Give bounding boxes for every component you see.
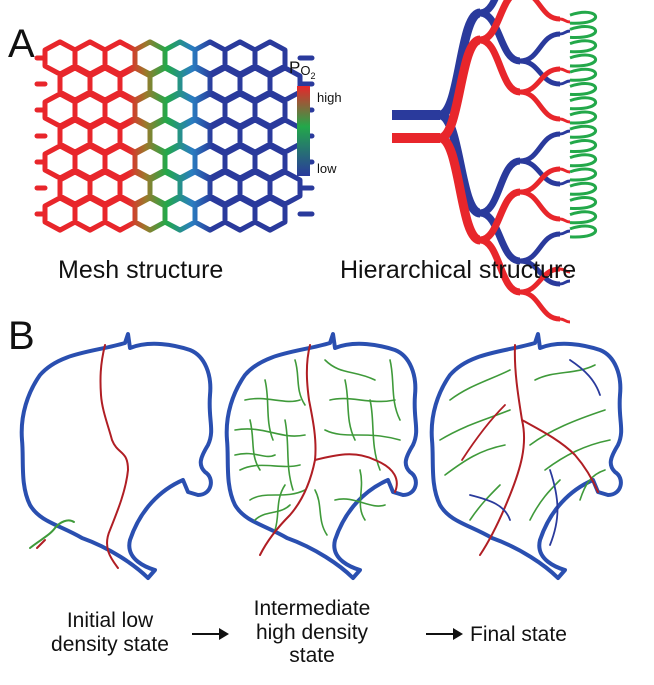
stage-final-label: Final state — [470, 623, 567, 646]
vessel-branch — [519, 289, 561, 322]
capillary-segment — [324, 429, 401, 441]
capillary-segment — [359, 469, 366, 521]
vessel-branch — [559, 67, 571, 74]
arrow-1 — [192, 628, 229, 640]
vessel-branch — [519, 58, 561, 87]
vessel-branch — [519, 258, 561, 287]
capillary-loop — [569, 53, 597, 68]
capillary-loop — [569, 25, 597, 39]
vessel-branch — [559, 129, 571, 136]
capillary-segment — [579, 469, 606, 501]
vessel-branch — [559, 229, 571, 236]
vessel-branch — [559, 217, 571, 224]
capillary-loop — [569, 10, 597, 25]
vessel-branch — [438, 35, 482, 143]
capillary-loop — [569, 167, 597, 182]
vessel-branch — [559, 117, 571, 124]
legend-low-label: low — [317, 161, 337, 176]
capillary-loop — [569, 39, 597, 54]
capillary-loop — [569, 210, 597, 225]
vessel-branch — [438, 8, 482, 120]
vessel-branch — [559, 279, 571, 286]
vessel-branch — [559, 317, 571, 324]
capillary-segment — [264, 379, 274, 441]
vessel-branch — [559, 17, 571, 24]
capillary-segment — [389, 359, 401, 421]
panel-b-label: B — [8, 314, 35, 358]
capillary-segment — [369, 399, 381, 471]
capillary-loop — [569, 124, 597, 139]
vessel-branch — [479, 36, 521, 96]
capillary-segment — [544, 439, 611, 471]
capillary-segment — [234, 452, 276, 458]
capillary-segment — [344, 379, 356, 441]
capillary-segment — [314, 489, 328, 536]
network-initial — [19, 332, 214, 580]
capillary-loop — [569, 96, 597, 111]
capillary-segment — [234, 428, 306, 437]
capillary-loop — [569, 139, 597, 153]
vessel-branch — [519, 189, 561, 222]
vessel-branch — [559, 79, 571, 86]
capillary-segment — [324, 359, 376, 381]
vessel-branch — [559, 29, 571, 36]
capillary-segment — [534, 364, 596, 381]
network-final — [429, 332, 624, 580]
hierarchical-caption: Hierarchical structure — [340, 256, 577, 284]
vessel-branch — [479, 236, 521, 296]
vessel-branch — [519, 158, 561, 187]
capillary-segment — [334, 498, 386, 507]
arrow-2 — [426, 628, 463, 640]
capillary-segment — [294, 359, 306, 406]
capillary-loop — [569, 153, 597, 168]
capillary-segment — [244, 397, 301, 403]
capillary-loop — [569, 196, 597, 210]
vessel-branch — [438, 133, 482, 245]
capillary-segment — [329, 397, 396, 403]
capillary-segment — [274, 484, 286, 531]
capillary-segment — [439, 409, 511, 441]
capillary-segment — [239, 464, 301, 471]
legend-high-label: high — [317, 90, 342, 105]
capillary-segment — [529, 479, 561, 521]
capillary-segment — [254, 504, 291, 521]
capillary-segment — [449, 369, 511, 401]
vessel-branch — [479, 9, 521, 65]
capillary-segment — [444, 444, 506, 476]
vessel-branch — [559, 167, 571, 174]
mesh-caption: Mesh structure — [58, 256, 224, 284]
capillary-loop — [569, 82, 597, 96]
capillary-segment — [469, 484, 501, 521]
capillary-loop — [569, 224, 597, 239]
vessel-branch — [479, 209, 521, 265]
legend-title: PO2 — [289, 58, 316, 81]
capillary-segment — [249, 419, 261, 471]
network-intermediate — [224, 332, 419, 580]
capillary-loop — [569, 110, 597, 125]
capillary-segment — [249, 489, 306, 501]
vessel-branch — [559, 179, 571, 186]
capillary-segment — [529, 409, 606, 446]
vessel-branch — [519, 89, 561, 122]
capillary-segment — [284, 419, 294, 491]
panel-a-label: A — [8, 22, 35, 66]
capillary-loop — [569, 67, 597, 82]
capillary-loop — [569, 181, 597, 196]
vessel-branch — [559, 267, 571, 274]
vessel-branch — [438, 110, 482, 218]
vessel-branch — [532, 0, 561, 22]
